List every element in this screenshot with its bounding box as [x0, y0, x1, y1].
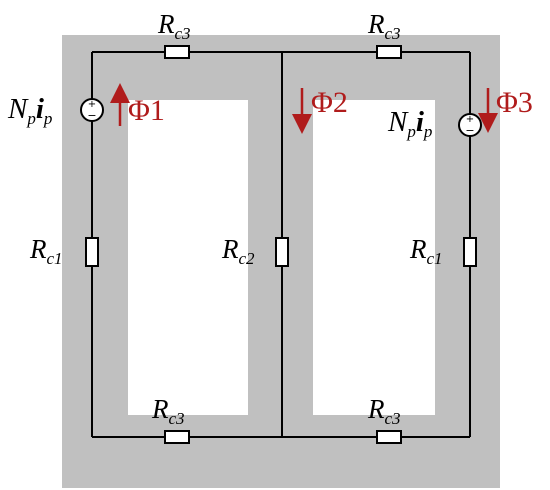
label-rc3-top-left: Rc3 [157, 9, 191, 43]
resistor-rc3-top-right [376, 45, 402, 59]
flux-label-phi1: Φ1 [128, 94, 165, 127]
label-rc3-bottom-right: Rc3 [367, 394, 401, 428]
source-left-plus: + [88, 99, 96, 110]
mmf-source-right: + − [458, 113, 482, 137]
mmf-source-left: + − [80, 98, 104, 122]
label-rc1-right: Rc1 [409, 234, 443, 268]
resistor-rc3-top-left [164, 45, 190, 59]
source-right-minus: − [465, 124, 474, 137]
label-source-left: Npip [7, 93, 52, 128]
flux-label-phi2: Φ2 [311, 86, 348, 119]
label-rc2-center: Rc2 [221, 234, 255, 268]
resistor-rc3-bottom-right [376, 430, 402, 444]
label-source-right: Npip [387, 106, 432, 141]
resistor-rc3-bottom-left [164, 430, 190, 444]
resistor-rc2-center [275, 237, 289, 267]
resistor-rc1-right [463, 237, 477, 267]
label-rc3-top-right: Rc3 [367, 9, 401, 43]
flux-label-phi3: Φ3 [496, 86, 533, 119]
source-right-plus: + [466, 114, 474, 125]
label-rc1-left: Rc1 [29, 234, 63, 268]
resistor-rc1-left [85, 237, 99, 267]
source-left-minus: − [87, 109, 96, 122]
label-rc3-bottom-left: Rc3 [151, 394, 185, 428]
